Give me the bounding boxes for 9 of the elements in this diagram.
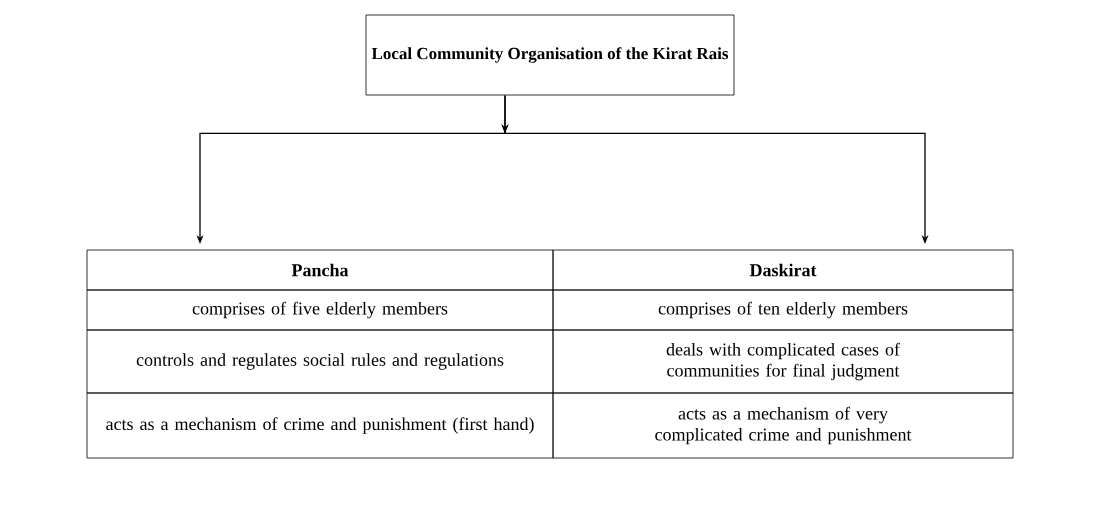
table-cell: controls and regulates social rules and regulations [86,329,554,394]
table-cell: comprises of ten elderly members [552,289,1014,331]
table-cell: deals with complicated cases of communities for final judgment [552,329,1014,394]
header-cell: Pancha [86,249,554,291]
title-box: Local Community Organisation of the Kirat Rais [365,14,735,96]
table-cell: acts as a mechanism of crime and punishment (first hand) [86,392,554,459]
header-cell: Daskirat [552,249,1014,291]
table-cell: acts as a mechanism of very complicated crime and punishment [552,392,1014,459]
table-cell: comprises of five elderly members [86,289,554,331]
